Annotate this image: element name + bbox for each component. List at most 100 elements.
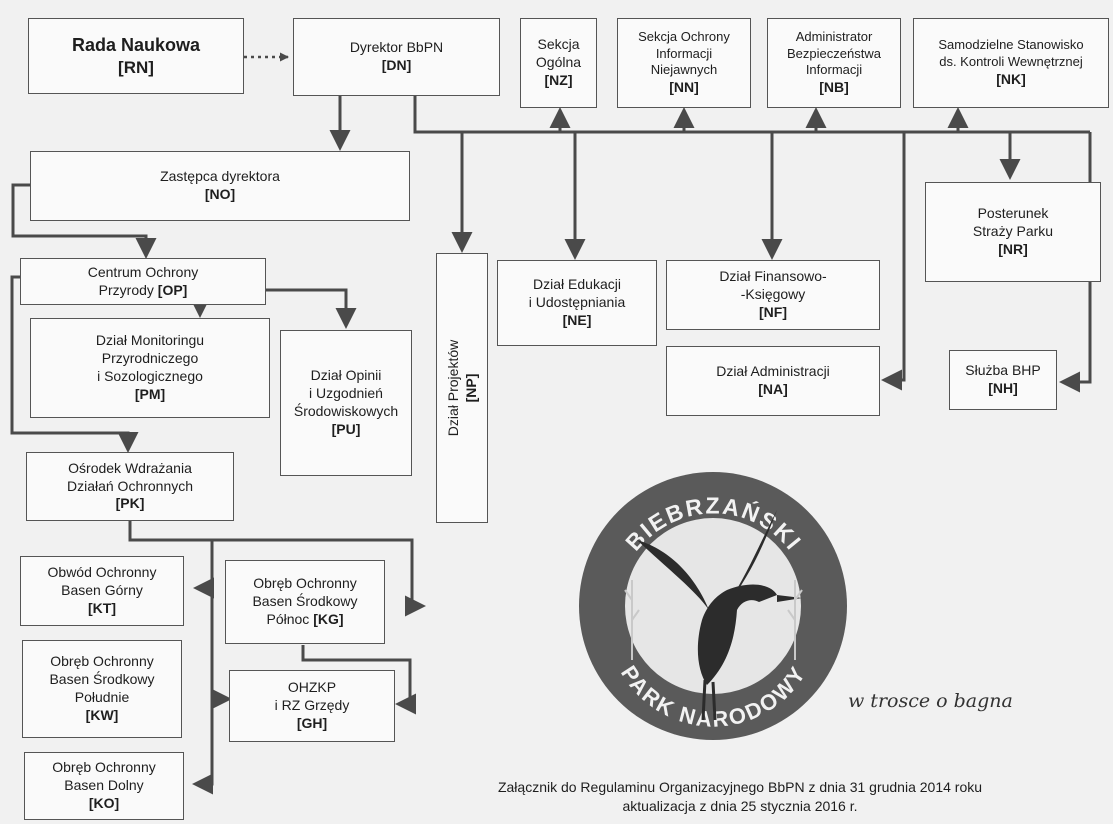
unit-code: [NZ]: [544, 71, 573, 88]
unit-code: [GH]: [296, 714, 328, 731]
unit-code: [PU]: [331, 420, 361, 437]
unit-name: Dyrektor BbPN: [349, 39, 444, 56]
unit-code: [NA]: [758, 381, 788, 397]
unit-code: [PM]: [134, 385, 166, 402]
dn-bus: [413, 96, 1090, 134]
unit-label: Przyrody: [98, 281, 154, 298]
unit-obreb-basen-srodkowy-polnoc: Obręb Ochronny Basen Środkowy Północ [KG…: [225, 560, 385, 644]
no-op-link: [11, 183, 157, 259]
unit-dzial-edukacji: Dział Edukacji i Udostępniania [NE]: [497, 260, 657, 346]
unit-label: Straży Parku: [972, 223, 1054, 240]
unit-label: OHZKP: [287, 679, 337, 696]
footer-line-2: aktualizacja z dnia 25 stycznia 2016 r.: [622, 797, 858, 814]
unit-code: [NN]: [669, 78, 699, 95]
unit-code: [OP]: [157, 281, 188, 298]
unit-label: Sekcja: [537, 36, 580, 53]
unit-dyrektor: Dyrektor BbPN [DN]: [293, 18, 500, 96]
unit-label: Dział Finansowo-: [719, 268, 827, 285]
unit-label-with-code: Północ [KG]: [266, 611, 343, 629]
unit-label: i RZ Grzędy: [274, 697, 350, 714]
unit-label: Bezpieczeństwa: [787, 45, 881, 61]
unit-label: Dział Edukacji: [533, 276, 621, 293]
unit-label: Basen Górny: [61, 582, 143, 599]
unit-code: [NR]: [998, 240, 1028, 257]
unit-label: Środowiskowych: [293, 403, 399, 419]
unit-label: Obręb Ochronny: [253, 575, 357, 592]
unit-code: [NB]: [819, 78, 849, 95]
unit-label: Informacji: [805, 62, 863, 78]
unit-label: Ogólna: [535, 54, 582, 71]
unit-label: Dział Opinii: [310, 367, 382, 384]
unit-administrator-bezpieczenstwa: Administrator Bezpieczeństwa Informacji …: [767, 18, 901, 108]
unit-label: Obręb Ochronny: [50, 653, 154, 670]
unit-zastepca-dyrektora: Zastępca dyrektora [NO]: [30, 151, 410, 221]
unit-sluzba-bhp: Służba BHP [NH]: [949, 350, 1057, 410]
unit-name: Służba BHP: [965, 362, 1041, 379]
unit-dzial-finansowo-ksiegowy: Dział Finansowo- -Księgowy [NF]: [666, 260, 880, 330]
unit-label: i Uzgodnień: [309, 385, 383, 402]
unit-obreb-basen-dolny: Obręb Ochronny Basen Dolny [KO]: [24, 752, 184, 820]
unit-label: i Udostępniania: [528, 294, 626, 311]
unit-label: Dział Monitoringu: [95, 332, 205, 349]
unit-code: [KW]: [85, 706, 119, 723]
park-logo: BIEBRZAŃSKI PARK NARODOWY: [577, 470, 850, 743]
bird-icon: [637, 510, 802, 721]
unit-label: Basen Środkowy: [252, 593, 358, 610]
unit-code: [KT]: [88, 599, 116, 616]
unit-label: Działań Ochronnych: [66, 477, 194, 494]
unit-code: [NO]: [204, 186, 236, 202]
unit-label: Obwód Ochronny: [47, 564, 157, 581]
unit-label: Posterunek: [977, 205, 1049, 222]
logo-emblem: BIEBRZAŃSKI PARK NARODOWY: [579, 472, 847, 740]
unit-label: Basen Środkowy: [49, 671, 155, 688]
unit-label: Południe: [74, 689, 130, 705]
unit-label: Samodzielne Stanowisko: [938, 37, 1084, 53]
unit-rada-naukowa: Rada Naukowa [RN]: [28, 18, 244, 94]
footer-line-1: Załącznik do Regulaminu Organizacyjnego …: [497, 779, 983, 795]
slogan-text: w trosce o bagna: [848, 690, 1013, 712]
unit-obwod-basen-gorny: Obwód Ochronny Basen Górny [KT]: [20, 556, 184, 626]
unit-sekcja-ogolna: Sekcja Ogólna [NZ]: [520, 18, 597, 108]
unit-osrodek-wdrazania: Ośrodek Wdrażania Działań Ochronnych [PK…: [26, 452, 234, 521]
unit-label: Północ: [266, 610, 310, 627]
unit-label: Centrum Ochrony: [87, 263, 199, 280]
unit-code: [PK]: [115, 495, 145, 512]
unit-ohzkp-grzedy: OHZKP i RZ Grzędy [GH]: [229, 670, 395, 742]
unit-label: ds. Kontroli Wewnętrznej: [939, 54, 1083, 70]
unit-name: Zastępca dyrektora: [160, 168, 280, 185]
unit-posterunek-strazy: Posterunek Straży Parku [NR]: [925, 182, 1101, 282]
unit-code: [KO]: [88, 794, 120, 811]
unit-label: Informacji: [655, 45, 713, 61]
unit-obreb-basen-srodkowy-poludnie: Obręb Ochronny Basen Środkowy Południe […: [22, 640, 182, 738]
unit-label: Basen Dolny: [64, 777, 144, 794]
unit-name: Dział Administracji: [716, 363, 830, 380]
unit-label: -Księgowy: [740, 286, 806, 303]
unit-centrum-ochrony-przyrody: Centrum Ochrony Przyrody [OP]: [20, 258, 266, 305]
unit-label: Niejawnych: [650, 62, 718, 78]
unit-label: Przyrodniczego: [101, 350, 199, 367]
unit-code: [RN]: [118, 57, 154, 77]
unit-code: [NK]: [996, 70, 1026, 87]
reed-icon: [624, 580, 803, 660]
unit-label: i Sozologicznego: [97, 368, 203, 384]
unit-sekcja-ochrony-informacji: Sekcja Ochrony Informacji Niejawnych [NN…: [617, 18, 751, 108]
unit-name: Rada Naukowa: [71, 34, 201, 55]
unit-dzial-administracji: Dział Administracji [NA]: [666, 346, 880, 416]
unit-label-with-code: Przyrody [OP]: [99, 282, 188, 300]
unit-name: Dział Projektów: [444, 339, 461, 437]
vertical-label: Dział Projektów [NP]: [436, 253, 488, 523]
unit-code: [NE]: [562, 311, 592, 328]
unit-label: Administrator: [795, 29, 873, 45]
unit-code: [NF]: [759, 303, 787, 320]
unit-dzial-opinii: Dział Opinii i Uzgodnień Środowiskowych …: [280, 330, 412, 476]
unit-code: [DN]: [381, 57, 412, 73]
unit-dzial-monitoringu: Dział Monitoringu Przyrodniczego i Sozol…: [30, 318, 270, 418]
footer-note: Załącznik do Regulaminu Organizacyjnego …: [330, 778, 1113, 816]
unit-kontrola-wewnetrzna: Samodzielne Stanowisko ds. Kontroli Wewn…: [913, 18, 1109, 108]
unit-label: Sekcja Ochrony: [638, 29, 730, 45]
unit-label: Obręb Ochronny: [52, 759, 156, 776]
unit-code: [NP]: [463, 373, 479, 403]
unit-code: [KG]: [313, 610, 344, 627]
unit-dzial-projektow: Dział Projektów [NP]: [436, 253, 488, 523]
